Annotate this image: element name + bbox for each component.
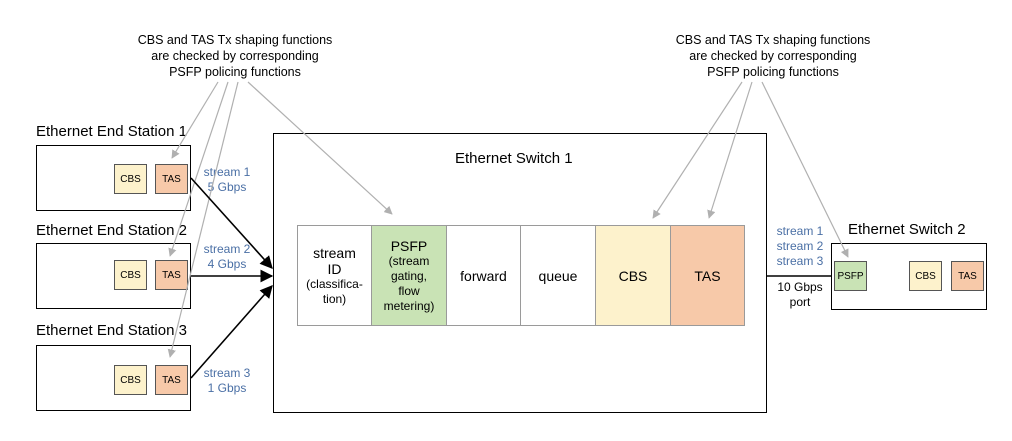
station-3-cbs-block: CBS bbox=[114, 365, 147, 395]
note-line: CBS and TAS Tx shaping functions bbox=[675, 33, 871, 47]
station-3-tas-block: TAS bbox=[155, 365, 188, 395]
station-3-box: CBS TAS bbox=[36, 345, 191, 411]
pointer-arrow bbox=[761, 81, 849, 258]
pointer-arrow bbox=[247, 81, 393, 215]
switch-1-title: Ethernet Switch 1 bbox=[455, 150, 573, 167]
station-3-title: Ethernet End Station 3 bbox=[36, 322, 187, 339]
stream-3-arrow bbox=[190, 285, 273, 379]
station-1-box: CBS TAS bbox=[36, 145, 191, 211]
port-streams-label: stream 1 stream 2 stream 3 bbox=[770, 224, 830, 269]
switch-2-box: PSFP CBS TAS bbox=[831, 243, 987, 310]
pointer-arrow bbox=[167, 81, 239, 358]
stream-name: stream 3 bbox=[203, 366, 251, 380]
stream-id-sub: (classifica- bbox=[306, 276, 363, 291]
stream-id-main: stream bbox=[313, 244, 356, 261]
switch-2-psfp-block: PSFP bbox=[834, 261, 867, 291]
port-label: port bbox=[789, 295, 811, 309]
queue-label: queue bbox=[538, 267, 578, 284]
stream-name: stream 2 bbox=[203, 242, 251, 256]
right-annotation-note: CBS and TAS Tx shaping functions are che… bbox=[668, 32, 878, 80]
pipeline-psfp-cell: PSFP (stream gating, flow metering) bbox=[371, 225, 447, 326]
stream-id-sub: tion) bbox=[322, 291, 347, 306]
station-2-box: CBS TAS bbox=[36, 243, 191, 309]
station-1-tas-block: TAS bbox=[155, 164, 188, 194]
port-stream: stream 3 bbox=[776, 254, 824, 268]
station-2-title: Ethernet End Station 2 bbox=[36, 222, 187, 239]
tas-label: TAS bbox=[694, 267, 721, 284]
pipeline-queue-cell: queue bbox=[520, 225, 596, 326]
stream-rate: 1 Gbps bbox=[207, 381, 247, 395]
station-1-title: Ethernet End Station 1 bbox=[36, 123, 187, 140]
note-line: PSFP policing functions bbox=[707, 65, 839, 79]
psfp-sub: flow bbox=[398, 283, 420, 298]
switch-2-tas-block: TAS bbox=[951, 261, 984, 291]
station-3-stream-label: stream 3 1 Gbps bbox=[197, 366, 257, 396]
station-2-stream-label: stream 2 4 Gbps bbox=[197, 242, 257, 272]
stream-rate: 4 Gbps bbox=[207, 257, 247, 271]
forward-label: forward bbox=[460, 267, 507, 284]
psfp-sub: (stream bbox=[388, 253, 430, 268]
pointer-arrow bbox=[168, 81, 229, 257]
pipeline-forward-cell: forward bbox=[446, 225, 521, 326]
left-annotation-note: CBS and TAS Tx shaping functions are che… bbox=[130, 32, 340, 80]
pointer-arrow bbox=[707, 81, 753, 219]
note-line: are checked by corresponding bbox=[689, 49, 857, 63]
port-rate-label: 10 Gbps port bbox=[770, 280, 830, 310]
pipeline-stream-id-cell: stream ID (classifica- tion) bbox=[297, 225, 372, 326]
stream-rate: 5 Gbps bbox=[207, 180, 247, 194]
port-stream: stream 2 bbox=[776, 239, 824, 253]
pointer-arrow bbox=[171, 81, 219, 159]
pipeline-tas-cell: TAS bbox=[670, 225, 745, 326]
psfp-sub: gating, bbox=[390, 268, 428, 283]
stream-1-arrow bbox=[190, 177, 273, 269]
note-line: CBS and TAS Tx shaping functions bbox=[137, 33, 333, 47]
switch-2-title: Ethernet Switch 2 bbox=[848, 221, 966, 238]
port-rate: 10 Gbps bbox=[777, 280, 823, 294]
cbs-label: CBS bbox=[618, 267, 648, 284]
station-2-tas-block: TAS bbox=[155, 260, 188, 290]
port-stream: stream 1 bbox=[776, 224, 824, 238]
stream-id-main2: ID bbox=[327, 260, 342, 277]
note-line: are checked by corresponding bbox=[151, 49, 319, 63]
psfp-sub: metering) bbox=[383, 298, 435, 313]
station-1-cbs-block: CBS bbox=[114, 164, 147, 194]
pointer-arrow bbox=[652, 81, 743, 219]
pipeline-cbs-cell: CBS bbox=[595, 225, 671, 326]
psfp-main: PSFP bbox=[390, 237, 428, 254]
switch-2-cbs-block: CBS bbox=[909, 261, 942, 291]
note-line: PSFP policing functions bbox=[169, 65, 301, 79]
station-2-cbs-block: CBS bbox=[114, 260, 147, 290]
